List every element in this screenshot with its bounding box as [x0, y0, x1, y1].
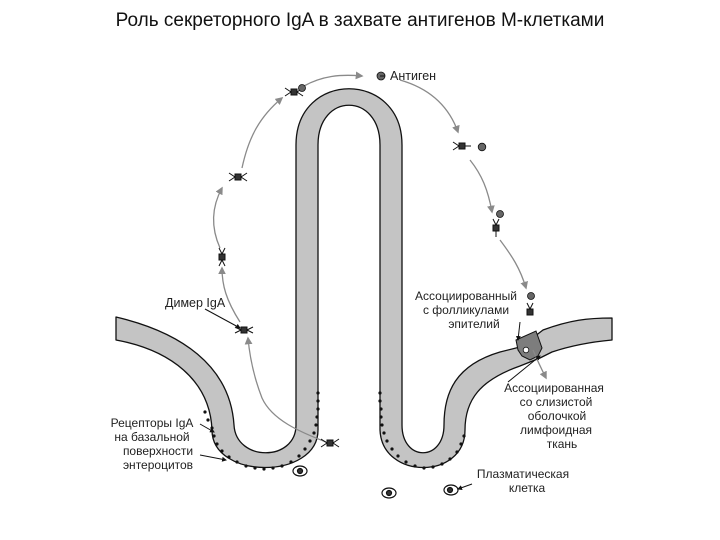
diagram-title: Роль секреторного IgA в захвате антигено…	[115, 10, 605, 31]
transport-arrows	[212, 71, 547, 443]
svg-text:Ассоциированная: Ассоциированная	[504, 381, 604, 395]
m-cell-antigen	[522, 346, 530, 354]
svg-text:на базальной: на базальной	[114, 430, 189, 444]
label-plasma-cell: Плазматическая клетка	[477, 467, 569, 495]
svg-text:со слизистой: со слизистой	[520, 395, 593, 409]
label-fae: Ассоциированный с фолликулами эпителий	[415, 289, 517, 331]
label-iga-dimer: Димер IgA	[165, 296, 226, 310]
svg-text:поверхности: поверхности	[123, 444, 193, 458]
label-antigen: Антиген	[390, 69, 436, 83]
leader-lines	[199, 75, 541, 491]
iga-dimer-icons	[218, 87, 534, 448]
svg-text:Ассоциированный: Ассоциированный	[415, 289, 517, 303]
svg-text:ткань: ткань	[547, 437, 578, 451]
svg-text:лимфоидная: лимфоидная	[520, 423, 592, 437]
svg-text:оболочкой: оболочкой	[528, 409, 587, 423]
svg-text:эпителий: эпителий	[448, 317, 499, 331]
svg-text:клетка: клетка	[509, 481, 546, 495]
svg-text:энтероцитов: энтероцитов	[123, 458, 193, 472]
svg-text:Плазматическая: Плазматическая	[477, 467, 569, 481]
epithelium-band	[115, 88, 613, 469]
iga-receptor-dots-left	[203, 391, 320, 471]
iga-receptor-dots-right	[378, 391, 466, 470]
plasma-cells	[292, 465, 459, 499]
svg-text:Рецепторы IgA: Рецепторы IgA	[111, 416, 194, 430]
label-malt: Ассоциированная со слизистой оболочкой л…	[504, 381, 604, 451]
svg-text:с фолликулами: с фолликулами	[423, 303, 509, 317]
m-cell	[515, 330, 543, 361]
label-iga-receptors: Рецепторы IgA на базальной поверхности э…	[111, 416, 194, 472]
